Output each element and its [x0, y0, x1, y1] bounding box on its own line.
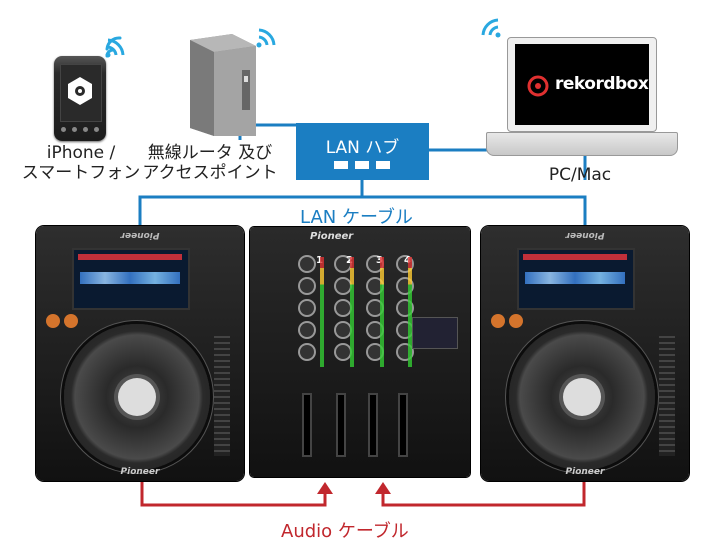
- deck-display: [72, 248, 190, 310]
- level-meter: [380, 257, 384, 367]
- channel-number: 1: [316, 255, 323, 266]
- lan-hub: LAN ハブ: [296, 123, 429, 180]
- wifi-icon: [105, 36, 125, 58]
- deck-display: [517, 248, 635, 310]
- audio-arrow-right: [375, 482, 391, 494]
- deck-button: [491, 314, 505, 328]
- deck-button: [509, 314, 523, 328]
- router-label-line1: 無線ルータ 及び: [147, 143, 273, 163]
- level-meter: [408, 257, 412, 367]
- mixer-display: [412, 317, 458, 349]
- audio-cable-label: Audio ケーブル: [281, 521, 409, 542]
- rekordbox-logo-text: rekordbox: [555, 74, 649, 94]
- smartphone-label-line1: iPhone /: [46, 143, 116, 163]
- rekordbox-app-icon: [68, 77, 92, 105]
- hub-port: [355, 161, 369, 169]
- audio-cable-lines: [140, 478, 586, 507]
- router-illustration: [190, 34, 256, 136]
- laptop-screen: rekordbox: [507, 37, 657, 132]
- wifi-icon: [481, 18, 501, 38]
- deck-brand-logo: Pioneer: [120, 467, 160, 477]
- jog-wheel: [64, 324, 210, 470]
- hub-port: [376, 161, 390, 169]
- channel-fader: [338, 395, 344, 455]
- tempo-fader: [659, 336, 675, 456]
- smartphone-label: iPhone / スマートフォン: [6, 143, 156, 183]
- mixer-channel: [360, 249, 390, 399]
- deck-top-logo: Pioneer: [120, 230, 160, 240]
- rekordbox-logo-icon: [527, 75, 549, 97]
- channel-fader: [400, 395, 406, 455]
- deck-button: [64, 314, 78, 328]
- mixer-channel: [328, 249, 358, 399]
- channel-fader: [304, 395, 310, 455]
- dj-mixer: Pioneer 1 2 3 4: [250, 227, 470, 477]
- level-meter: [320, 257, 324, 367]
- smartphone-label-line2: スマートフォン: [21, 163, 141, 183]
- computer-label: PC/Mac: [548, 165, 612, 185]
- player-deck-left: Pioneer Pioneer: [36, 226, 244, 481]
- deck-brand-logo: Pioneer: [565, 467, 605, 477]
- hub-port: [334, 161, 348, 169]
- audio-arrow-left: [317, 482, 333, 494]
- channel-number: 2: [346, 255, 353, 266]
- deck-button: [46, 314, 60, 328]
- router-label: 無線ルータ 及び アクセスポイント: [135, 143, 285, 183]
- lan-cable-label: LAN ケーブル: [300, 207, 413, 228]
- deck-top-logo: Pioneer: [565, 230, 605, 240]
- channel-number: 3: [376, 255, 383, 266]
- player-deck-right: Pioneer Pioneer: [481, 226, 689, 481]
- laptop-base: [486, 132, 678, 156]
- smartphone-illustration: [54, 56, 106, 141]
- channel-number: 4: [404, 255, 411, 266]
- mixer-brand-logo: Pioneer: [310, 231, 354, 242]
- level-meter: [350, 257, 354, 367]
- router-label-line2: アクセスポイント: [142, 163, 278, 183]
- jog-wheel: [509, 324, 655, 470]
- wifi-icon: [256, 28, 276, 48]
- channel-fader: [370, 395, 376, 455]
- mixer-channel: [292, 249, 322, 399]
- lan-hub-label: LAN ハブ: [325, 138, 400, 158]
- tempo-fader: [214, 336, 230, 456]
